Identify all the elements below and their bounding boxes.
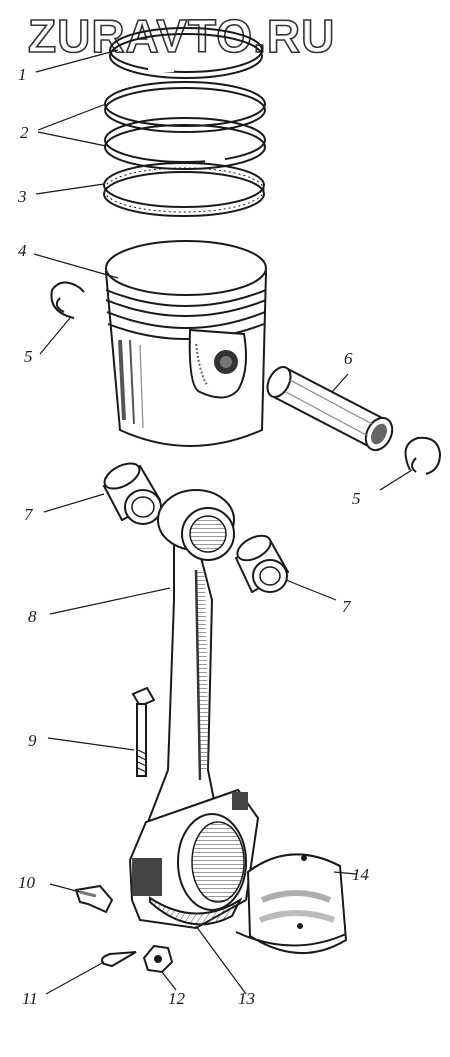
callout-10: 10 — [18, 873, 36, 892]
callout-9: 9 — [28, 731, 37, 750]
connecting-rod — [128, 489, 260, 930]
callout-3: 3 — [17, 187, 27, 206]
retaining-clip-left — [50, 281, 85, 319]
bearing-shells — [235, 853, 348, 955]
piston-pin — [266, 366, 394, 452]
nut — [142, 944, 174, 974]
cotter-pin — [101, 951, 137, 968]
watermark-text: ZURAVTO.RU — [28, 10, 335, 62]
callout-8: 8 — [28, 607, 37, 626]
callout-6: 6 — [344, 349, 353, 368]
retaining-clip-right — [404, 436, 442, 475]
callout-1: 1 — [18, 65, 27, 84]
callout-4: 4 — [18, 241, 27, 260]
connecting-rod-cap — [149, 896, 243, 926]
compression-ring-2-lower — [104, 117, 266, 170]
callout-7-left: 7 — [24, 505, 34, 524]
callout-5-left: 5 — [24, 347, 33, 366]
callout-7-right: 7 — [342, 597, 352, 616]
callout-5-right: 5 — [352, 489, 361, 508]
callout-11: 11 — [22, 989, 38, 1008]
bushing-right — [234, 534, 290, 594]
leader-lines — [33, 49, 413, 995]
callout-13: 13 — [238, 989, 255, 1008]
oil-ring-3 — [103, 162, 265, 217]
lock-plate — [74, 884, 114, 914]
piston-ring-1 — [109, 27, 263, 79]
piston — [104, 240, 268, 447]
callout-2: 2 — [20, 123, 29, 142]
callout-12: 12 — [168, 989, 186, 1008]
bushing-left — [102, 462, 162, 525]
callout-14: 14 — [352, 865, 370, 884]
connecting-rod-bolt — [131, 686, 156, 777]
